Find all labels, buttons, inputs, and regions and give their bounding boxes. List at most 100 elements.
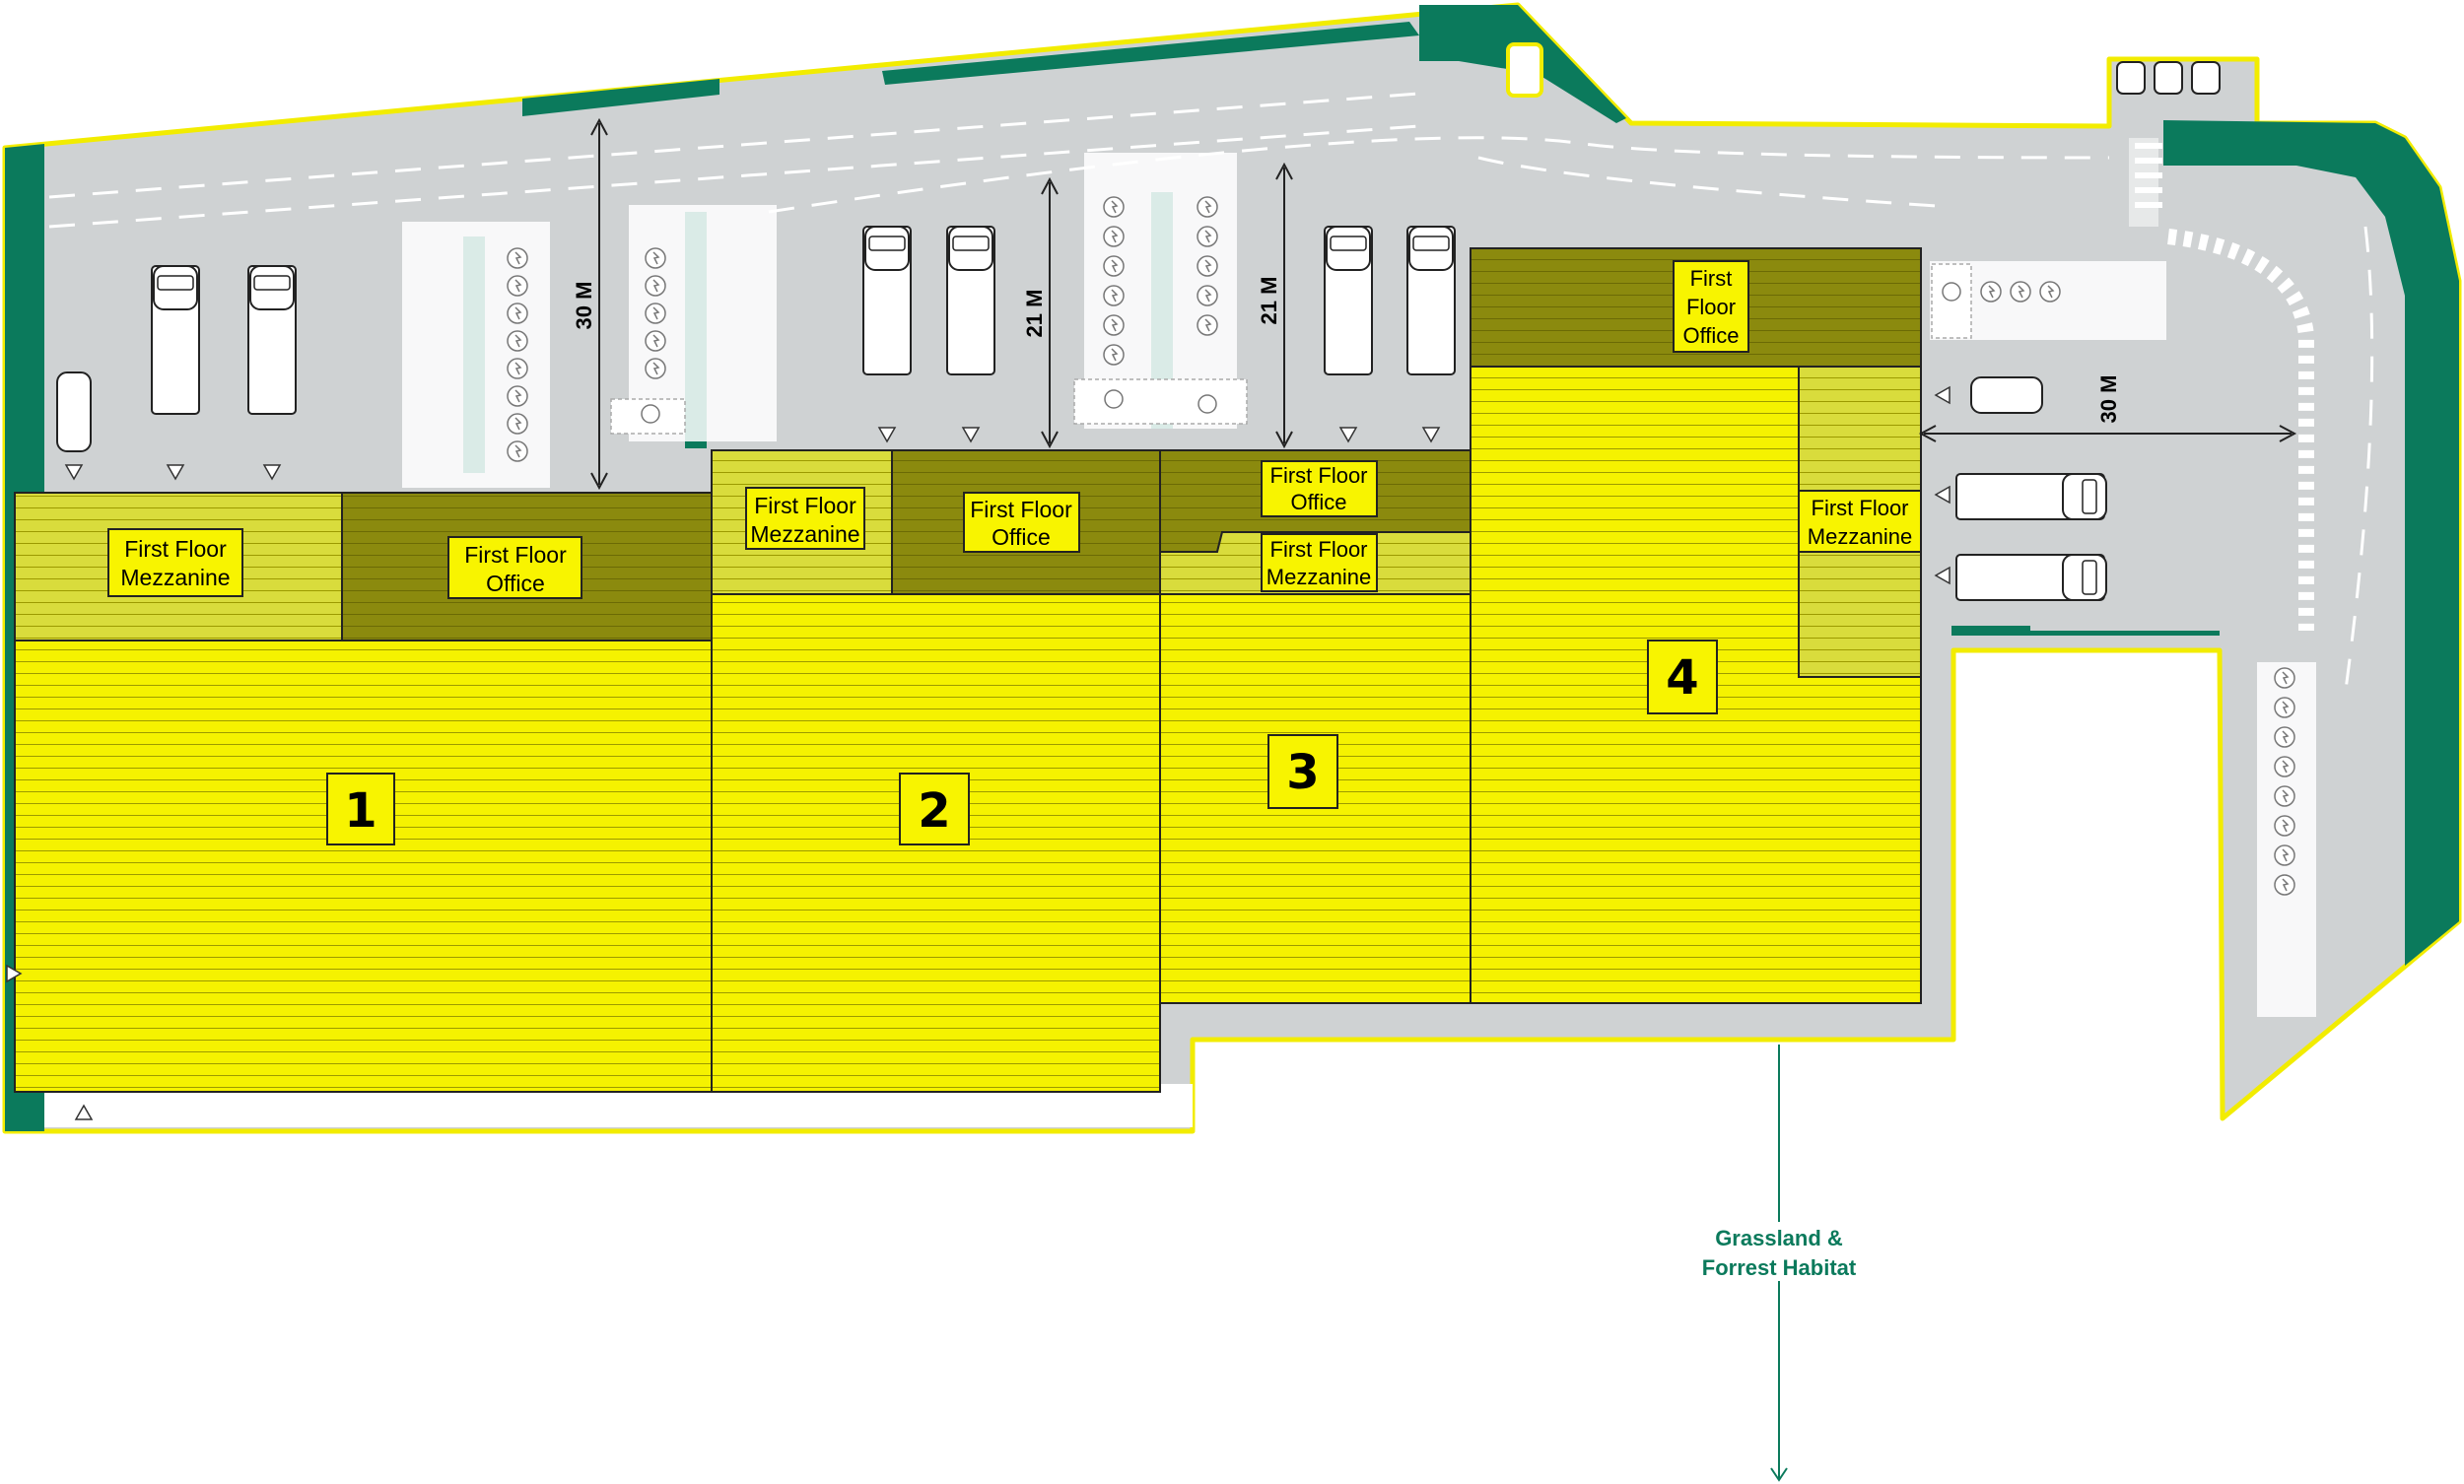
truck-icon	[946, 226, 995, 375]
accessible-parking-icon	[1073, 378, 1248, 425]
loading-door-icon	[6, 964, 23, 983]
ev-charging-icon	[1103, 196, 1125, 218]
green-strip-north-2	[882, 22, 1419, 85]
loading-doors	[6, 385, 1951, 1120]
car-icon	[1970, 376, 2043, 414]
truck-icon	[1955, 473, 2107, 520]
label-u2-office: First Floor Office	[963, 492, 1080, 553]
truck-icon	[247, 265, 297, 415]
car-icon	[2191, 61, 2221, 95]
label-u1-mezz-line2: Mezzanine	[120, 565, 230, 590]
truck-icon	[1406, 226, 1456, 375]
label-u1-mezz-line1: First Floor	[124, 536, 227, 562]
label-u3-mezz-line1: First Floor	[1270, 537, 1368, 562]
accessible-parking-icon	[1931, 263, 1972, 339]
ev-charging-icon	[507, 330, 528, 352]
ev-charging-icon	[507, 358, 528, 379]
dimension-yard-3: 21 M	[1257, 277, 1281, 325]
unit-number-1: 1	[326, 773, 395, 845]
crosswalk	[2135, 143, 2162, 208]
loading-door-icon	[1934, 385, 1951, 405]
label-u3-mezzanine: First Floor Mezzanine	[1261, 533, 1378, 592]
ev-charging-icon	[2274, 667, 2295, 689]
ev-charging-icon	[507, 247, 528, 269]
unit-4	[1470, 247, 1922, 1004]
label-u2-office-line2: Office	[992, 524, 1051, 550]
dimension-yard-1: 30 M	[572, 282, 596, 330]
ev-charging-icon	[645, 358, 666, 379]
ev-charging-icon	[1197, 196, 1218, 218]
habitat-label-line1: Grassland &	[1715, 1226, 1843, 1250]
unit-number-2-text: 2	[918, 783, 950, 839]
ev-charging-icon	[2274, 756, 2295, 777]
dimension-yard-4: 30 M	[2096, 375, 2121, 424]
ev-charging-icon	[1197, 314, 1218, 336]
green-strip-east	[2163, 120, 2459, 966]
green-strip-north-1	[522, 79, 719, 116]
label-u3-mezz-line2: Mezzanine	[1266, 565, 1371, 589]
ev-charging-icon	[507, 385, 528, 407]
ev-charging-icon	[507, 275, 528, 297]
unit-number-4-text: 4	[1666, 650, 1698, 706]
loading-door-icon	[1934, 566, 1951, 585]
ev-charging-icon	[2039, 281, 2061, 303]
label-u2-mezz-line1: First Floor	[754, 493, 856, 518]
label-u3-office-line1: First Floor	[1270, 463, 1368, 488]
car-icon	[1506, 42, 1543, 98]
car-icon	[2154, 61, 2183, 95]
ev-charging-icon	[2274, 697, 2295, 718]
ev-charging-icon	[1103, 344, 1125, 366]
ev-charging-icon	[1197, 285, 1218, 306]
accessible-parking-icon	[610, 398, 686, 435]
unit-number-3: 3	[1267, 734, 1338, 809]
unit-number-3-text: 3	[1286, 745, 1319, 800]
ev-charging-icon	[2274, 815, 2295, 837]
truck-icon	[1324, 226, 1373, 375]
unit-number-4: 4	[1647, 640, 1718, 714]
label-u1-office: First Floor Office	[447, 536, 582, 599]
ev-charging-icon	[2274, 874, 2295, 896]
label-u1-office-line1: First Floor	[464, 542, 567, 568]
car-icon	[56, 371, 92, 452]
label-u4-office-line1: First	[1690, 266, 1733, 291]
label-u2-mezzanine: First Floor Mezzanine	[745, 487, 865, 550]
label-u4-office-line3: Office	[1682, 323, 1739, 348]
accessible-bays	[610, 263, 1972, 435]
habitat-label-line2: Forrest Habitat	[1702, 1255, 1857, 1280]
loading-door-icon	[1934, 485, 1951, 505]
label-u4-mezz-line1: First Floor	[1812, 496, 1909, 520]
ev-charging-icon	[645, 247, 666, 269]
label-u1-office-line2: Office	[486, 571, 545, 596]
ev-charging-icon	[1103, 314, 1125, 336]
ev-charging-icon	[1103, 255, 1125, 277]
ev-charging-icon	[2274, 844, 2295, 866]
ev-charging-icon	[1103, 226, 1125, 247]
ev-charging-icon	[1197, 226, 1218, 247]
ev-charging-icon	[507, 413, 528, 435]
dimension-yard-2: 21 M	[1022, 290, 1047, 338]
ev-charging-icon	[1103, 285, 1125, 306]
habitat-pointer: Grassland & Forrest Habitat	[1695, 1045, 1863, 1482]
label-u3-office-line2: Office	[1290, 490, 1346, 514]
label-u2-office-line1: First Floor	[970, 497, 1072, 522]
truck-icon	[151, 265, 200, 415]
label-u4-mezz-line2: Mezzanine	[1808, 524, 1912, 549]
ev-charging-icon	[645, 330, 666, 352]
unit-number-1-text: 1	[344, 783, 376, 839]
truck-icon	[862, 226, 912, 375]
label-u2-mezz-line2: Mezzanine	[750, 521, 859, 547]
unit-1-warehouse	[14, 640, 713, 1093]
cars	[56, 42, 2221, 452]
unit-number-2: 2	[899, 773, 970, 845]
loading-door-icon	[74, 1104, 94, 1120]
ev-charging-icon	[2010, 281, 2031, 303]
car-icon	[2116, 61, 2146, 95]
ev-charging-icon	[645, 303, 666, 324]
label-u4-office-line2: Floor	[1686, 295, 1736, 319]
ev-charging-icon	[1197, 255, 1218, 277]
ev-charging-icon	[2274, 726, 2295, 748]
ev-charging-icon	[2274, 785, 2295, 807]
label-u3-office: First Floor Office	[1261, 460, 1378, 517]
dimensions	[590, 117, 2297, 491]
